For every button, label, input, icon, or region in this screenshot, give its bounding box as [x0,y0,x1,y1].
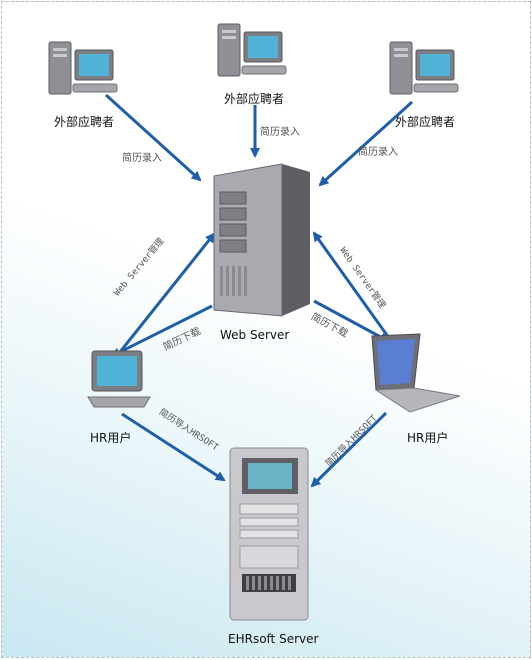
arrow-web-to-hr-left [110,304,213,358]
laptop-icon [87,350,151,408]
arrow-hr-right-to-web [312,231,391,339]
web-server-icon [213,163,310,317]
applicant-right-label: 外部应聘者 [395,115,456,129]
desktop-computer-icon [217,23,287,77]
desktop-computer-icon [389,41,459,95]
laptop-icon [371,333,461,413]
arrow-applicant-right-to-web [318,100,414,187]
arrow-hr-right-to-ehrsoft [310,411,388,488]
applicant-left-label: 外部应聘者 [54,115,115,129]
hr-left-label: HR用户 [90,431,132,445]
edge-label-resume-entry-left: 简历录入 [122,153,162,164]
arrow-applicant-left-to-web [104,93,202,182]
ehrsoft-server-icon [229,447,309,621]
edge-label-resume-entry-center: 简历录入 [260,127,300,138]
applicant-center-label: 外部应聘者 [224,92,285,106]
arrow-hr-left-to-web [118,232,216,353]
edge-label-resume-entry-right: 简历录入 [358,147,398,158]
web-server-label: Web Server [220,328,290,342]
desktop-computer-icon [48,41,118,95]
hr-right-label: HR用户 [407,431,449,445]
arrow-hr-left-to-ehrsoft [121,412,226,482]
ehrsoft-server-label: EHRsoft Server [228,632,319,646]
arrow-web-to-hr-right [313,299,390,343]
